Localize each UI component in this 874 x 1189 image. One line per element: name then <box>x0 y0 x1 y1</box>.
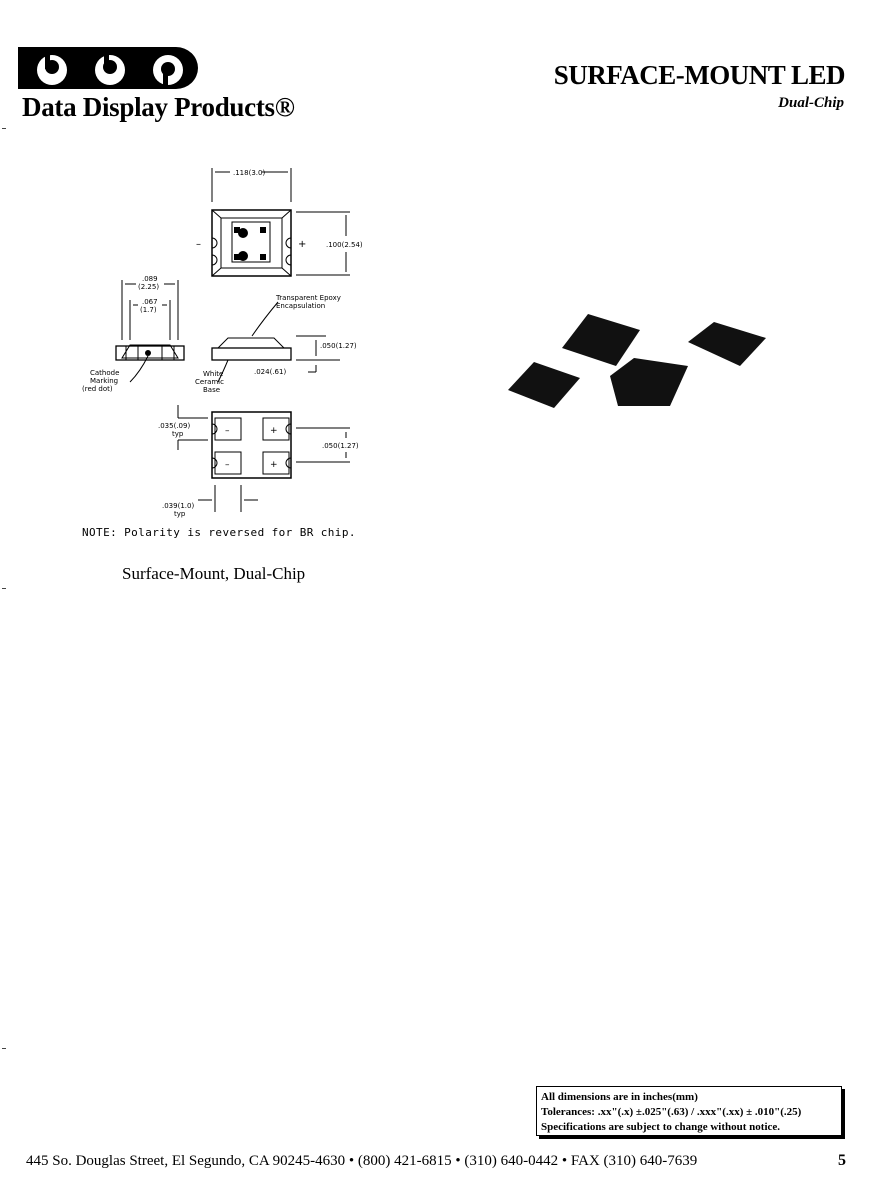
minus-sign: – <box>196 239 201 250</box>
dim-pad-pitch: .050(1.27) <box>322 442 359 450</box>
dim-top-width: .118(3.0) <box>233 169 265 177</box>
plus-sign: + <box>298 239 306 250</box>
page-number: 5 <box>838 1152 846 1169</box>
base-label-2: Ceramic <box>195 378 224 386</box>
dim-height: .050(1.27) <box>320 342 357 350</box>
polarity-note: NOTE: Polarity is reversed for BR chip. <box>82 526 356 539</box>
cathode-label-2: Marking <box>90 377 118 385</box>
svg-text:–: – <box>225 426 230 436</box>
epoxy-label-2: Encapsulation <box>276 302 325 310</box>
svg-text:–: – <box>225 460 230 470</box>
led-chips-photo <box>508 314 766 408</box>
company-name: Data Display Products® <box>22 92 295 122</box>
cathode-label-3: (red dot) <box>82 385 113 393</box>
base-label-3: Base <box>203 386 220 394</box>
ddp-logo <box>18 47 198 89</box>
dimensions-box: All dimensions are in inches(mm) Toleran… <box>536 1086 842 1136</box>
dim-pad-2: typ <box>172 430 184 438</box>
epoxy-label-1: Transparent Epoxy <box>275 294 341 302</box>
dim-side-inner-1: .067 <box>142 298 158 306</box>
dim-pad-1: .035(.09) <box>158 422 190 430</box>
dim-pad-width-2: typ <box>174 510 186 518</box>
dimensions-line-3: Specifications are subject to change wit… <box>541 1121 781 1133</box>
dim-side-outer-2: (2.25) <box>138 283 159 291</box>
scan-mark <box>2 1048 6 1049</box>
cathode-label-1: Cathode <box>90 369 119 377</box>
dimensions-line-2: Tolerances: .xx"(.x) ±.025"(.63) / .xxx"… <box>541 1106 802 1118</box>
scan-mark <box>2 588 6 589</box>
dim-side-inner-2: (1.7) <box>140 306 157 314</box>
footer-address: 445 So. Douglas Street, El Segundo, CA 9… <box>26 1153 698 1169</box>
dimensions-line-1: All dimensions are in inches(mm) <box>541 1091 698 1103</box>
dim-top-height: .100(2.54) <box>326 241 363 249</box>
svg-text:+: + <box>270 460 278 470</box>
dimension-drawing: .118(3.0) .100(2.54) – + .089 (2.25) .06… <box>82 168 363 518</box>
scan-mark <box>2 128 6 129</box>
figure-caption: Surface-Mount, Dual-Chip <box>122 564 306 583</box>
dim-side-outer-1: .089 <box>142 275 158 283</box>
svg-text:+: + <box>270 426 278 436</box>
page-title: SURFACE-MOUNT LED <box>553 60 846 90</box>
dim-base: .024(.61) <box>254 368 286 376</box>
dim-pad-width-1: .039(1.0) <box>162 502 194 510</box>
base-label-1: White <box>203 370 223 378</box>
page-subtitle: Dual-Chip <box>778 95 844 111</box>
